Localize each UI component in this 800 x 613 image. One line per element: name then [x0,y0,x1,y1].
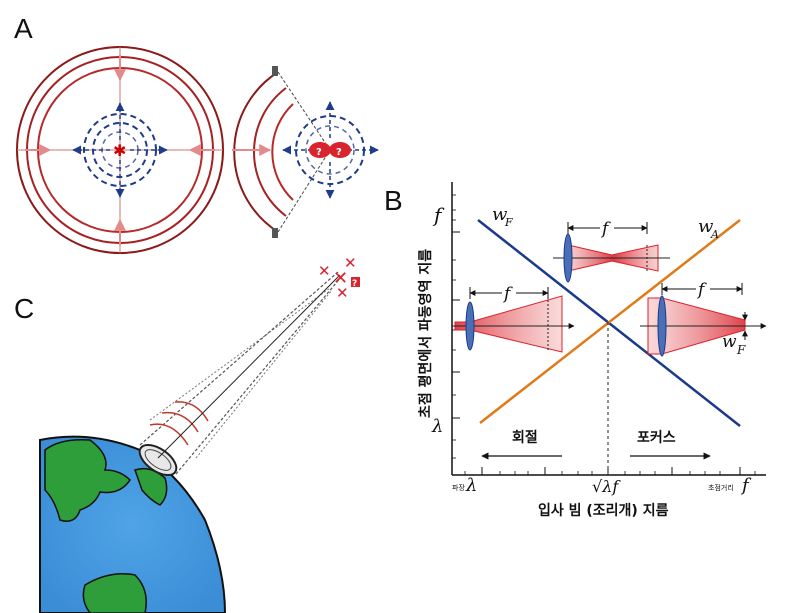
aperture-top [272,66,278,76]
x-mid-tick-label: √λf [592,477,621,496]
blur-spot-left [309,142,331,158]
focal-length-label: f [600,219,611,239]
line-wa-sub: A [710,228,719,241]
panel-a-concentric-diagram: ✱ [16,46,224,254]
y-top-tick-label: f [432,203,445,227]
line-wf-sub: F [504,216,513,229]
x-left-tick-label: λ [465,475,477,496]
focus-label: 포커스 [637,430,676,446]
unknown-mark-right: ? [336,147,342,158]
line-wf-label: w [492,204,508,225]
panel-a-arc-diagram: ? ? [232,66,379,238]
inset-crossover: f [553,219,670,283]
continent-north [44,438,131,522]
target-mark: ✕ [336,284,349,302]
focal-length-label: f [696,280,707,300]
line-wa [479,219,741,424]
panel-b: B [384,182,767,519]
x-right-tick-small-label: 초점거리 [708,483,734,492]
focal-length-label: f [502,284,513,304]
unknown-badge [351,277,360,287]
axis-labels: f λ 파장 λ √λf 초점거리 f 입사 빔 (조리개) 지름 초점 평면에… [417,203,752,519]
lens [657,295,667,357]
chart-lines: w F w A [477,204,741,475]
panel-c: C ✕ ✕ ✕ ✕ ? [14,254,360,613]
line-wa-label: w [698,216,714,237]
inset-diffraction: f [452,284,575,353]
unknown-mark-left: ? [316,147,322,158]
target-mark: ✕ [318,262,331,280]
target-mark: ✕ [333,268,348,289]
panel-b-label: B [384,185,403,216]
aperture-bottom [272,228,278,238]
x-left-tick-small-label: 파장 [452,483,465,492]
inset-wf-label: w [722,332,737,352]
earth [39,435,227,613]
target-mark: ✕ [344,254,357,272]
x-axis-label: 입사 빔 (조리개) 지름 [538,503,669,519]
inset-wf-sub: F [736,343,746,357]
panel-a: A ✱ [14,13,379,254]
x-right-tick-label: f [740,475,752,496]
unknown-mark: ? [352,279,357,289]
panel-c-label: C [14,293,34,324]
panel-a-label: A [14,13,33,44]
continent-south [82,573,147,613]
plot-frame [451,182,766,476]
lens [563,233,573,283]
diffraction-label: 회절 [512,430,538,446]
source-marker: ✱ [113,141,126,160]
target-marks: ✕ ✕ ✕ ✕ ? [318,254,360,302]
blur-spot-right [329,142,351,158]
y-bottom-tick-label: λ [431,416,443,437]
beam-cone [139,271,343,475]
regime-labels: 회절 포커스 [481,430,711,460]
y-axis-label: 초점 평면에서 파동영역 지름 [417,249,434,418]
lens [465,301,475,351]
inset-focus: f w F [640,280,767,357]
